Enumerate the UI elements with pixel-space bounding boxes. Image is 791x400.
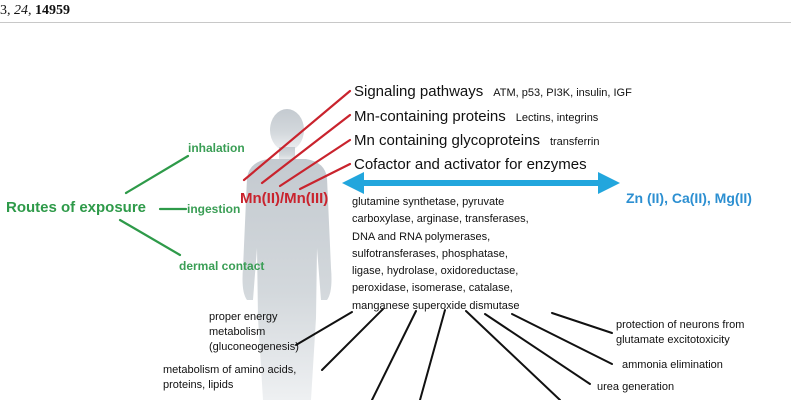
line-down-3 <box>465 310 561 400</box>
line-ammonia <box>511 313 613 365</box>
line-urea <box>484 313 591 385</box>
route-dermal-contact: dermal contact <box>179 259 265 273</box>
route-ingestion: ingestion <box>187 202 241 216</box>
function-neurons-line: protection of neurons from <box>616 319 745 331</box>
line-inhalation <box>124 154 190 195</box>
line-neurons <box>551 312 613 334</box>
enzyme-line: manganese superoxide dismutase <box>352 299 520 312</box>
citation-volume: 24 <box>14 3 28 18</box>
enzyme-list: glutamine synthetase, pyruvate carboxyla… <box>352 194 529 315</box>
human-silhouette <box>242 109 332 400</box>
line-proteins <box>260 113 352 185</box>
citation-separator: , <box>28 3 35 18</box>
line-amino <box>321 308 384 371</box>
line-down-1 <box>371 310 417 400</box>
function-ammonia-elimination: ammonia elimination <box>622 359 723 371</box>
category-cofactor: Cofactor and activator for enzymes <box>354 156 587 173</box>
routes-of-exposure-label: Routes of exposure <box>6 199 147 216</box>
category-signaling-title: Signaling pathways <box>354 83 484 100</box>
function-energy-line: metabolism <box>209 326 266 338</box>
line-signaling <box>242 89 352 182</box>
line-energy <box>295 311 353 346</box>
function-energy-line: (gluconeogenesis) <box>209 341 299 353</box>
category-glycoproteins: Mn containing glycoproteins transferrin <box>354 132 599 149</box>
route-lines <box>118 154 190 257</box>
line-glycoproteins <box>278 138 352 188</box>
line-down-2 <box>419 309 446 400</box>
category-proteins: Mn-containing proteins Lectins, integrins <box>354 108 598 125</box>
function-amino-line: metabolism of amino acids, <box>163 364 297 376</box>
line-dermal <box>118 218 182 257</box>
category-glycoproteins-examples: transferrin <box>549 136 600 148</box>
category-proteins-examples: Lectins, integrins <box>515 112 599 124</box>
enzyme-line: glutamine synthetase, pyruvate <box>352 196 505 208</box>
function-energy-line: proper energy <box>209 311 278 323</box>
enzyme-line: peroxidase, isomerase, catalase, <box>352 282 513 295</box>
enzyme-line: sulfotransferases, phosphatase, <box>352 247 508 260</box>
line-cofactor <box>298 162 352 191</box>
double-arrow <box>342 172 620 194</box>
function-neuron-protection: protection of neurons from glutamate exc… <box>616 318 744 348</box>
header-divider <box>0 22 791 23</box>
enzyme-line: DNA and RNA polymerases, <box>352 230 491 243</box>
category-cofactor-title: Cofactor and activator for enzymes <box>354 156 587 173</box>
category-signaling-examples: ATM, p53, PI3K, insulin, IGF <box>493 87 632 99</box>
route-inhalation: inhalation <box>188 141 245 155</box>
citation-pages: 14959 <box>35 3 70 18</box>
function-lines <box>295 308 613 400</box>
journal-citation: 3, 24, 14959 <box>0 3 70 19</box>
category-glycoproteins-title: Mn containing glycoproteins <box>354 132 540 149</box>
category-lines <box>242 89 352 191</box>
function-amino-line: proteins, lipids <box>163 379 234 391</box>
enzyme-line: ligase, hydrolase, oxidoreductase, <box>352 265 519 278</box>
manganese-label: Mn(II)/Mn(III) <box>240 190 329 207</box>
function-energy-metabolism: proper energy metabolism (gluconeogenesi… <box>209 310 299 355</box>
citation-prefix: 3, <box>0 3 14 18</box>
enzyme-line: carboxylase, arginase, transferases, <box>352 213 529 226</box>
category-signaling: Signaling pathways ATM, p53, PI3K, insuli… <box>354 83 632 100</box>
competing-ions-label: Zn (II), Ca(II), Mg(II) <box>626 190 752 206</box>
function-urea-generation: urea generation <box>597 381 675 393</box>
function-neurons-line: glutamate excitotoxicity <box>616 334 730 346</box>
category-proteins-title: Mn-containing proteins <box>354 108 506 125</box>
function-amino-acid-metabolism: metabolism of amino acids, proteins, lip… <box>163 363 296 393</box>
